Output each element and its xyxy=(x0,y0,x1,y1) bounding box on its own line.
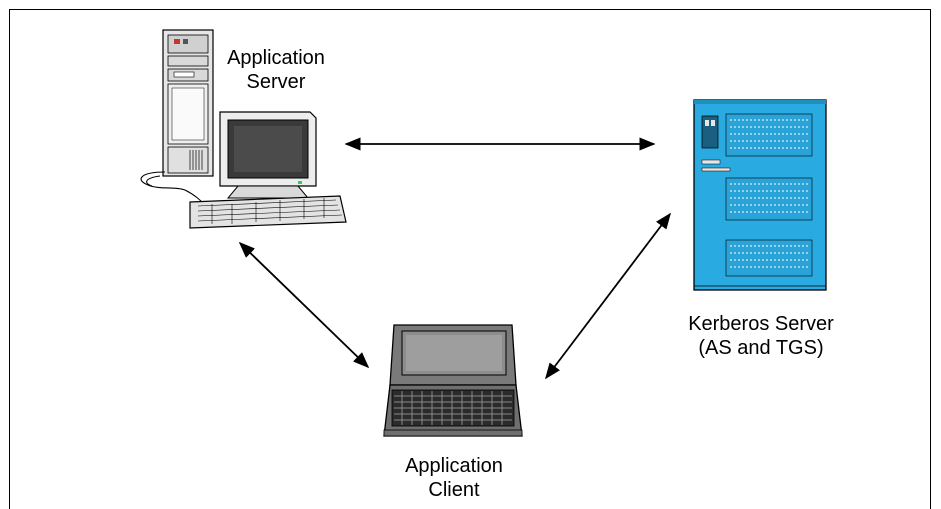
arrow-server-to-client xyxy=(238,241,370,369)
kerberos-server-label-line2: (AS and TGS) xyxy=(698,337,824,359)
application-client-label-line1: Application xyxy=(405,455,503,477)
application-client-icon xyxy=(383,324,523,437)
application-server-label-line1: Application xyxy=(227,47,325,69)
application-client-label: Application Client xyxy=(396,454,512,502)
application-client-label-line2: Client xyxy=(428,479,480,501)
diagram-frame xyxy=(9,9,931,509)
application-server-label-line2: Server xyxy=(246,71,306,93)
arrow-kerberos-to-client xyxy=(545,212,671,380)
application-server-label: Application Server xyxy=(218,46,334,94)
kerberos-server-icon xyxy=(693,99,827,291)
application-server-icon xyxy=(140,29,347,229)
kerberos-server-label-line1: Kerberos Server xyxy=(688,313,834,335)
kerberos-server-label: Kerberos Server (AS and TGS) xyxy=(664,312,858,360)
